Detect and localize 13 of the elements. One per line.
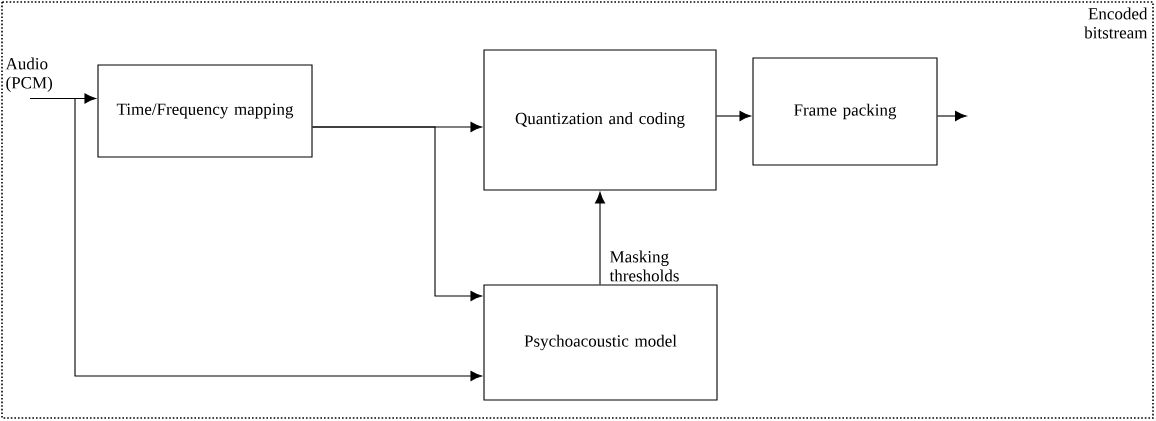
arrow: [29, 93, 96, 104]
arrow: [716, 111, 751, 122]
output-label: Encoded bitstream: [1084, 7, 1148, 39]
process-box: Psychoacoustic model: [483, 284, 718, 401]
arrow: [595, 192, 606, 285]
arrow: [74, 97, 482, 382]
process-box: Time/Frequency mapping: [97, 64, 313, 158]
process-box: Frame packing: [752, 57, 938, 166]
process-box: Quantization and coding: [483, 49, 717, 191]
input-label: Audio (PCM): [5, 57, 53, 92]
edge-label: Masking thresholds: [609, 250, 679, 282]
arrow: [312, 126, 482, 302]
arrow: [937, 111, 967, 122]
